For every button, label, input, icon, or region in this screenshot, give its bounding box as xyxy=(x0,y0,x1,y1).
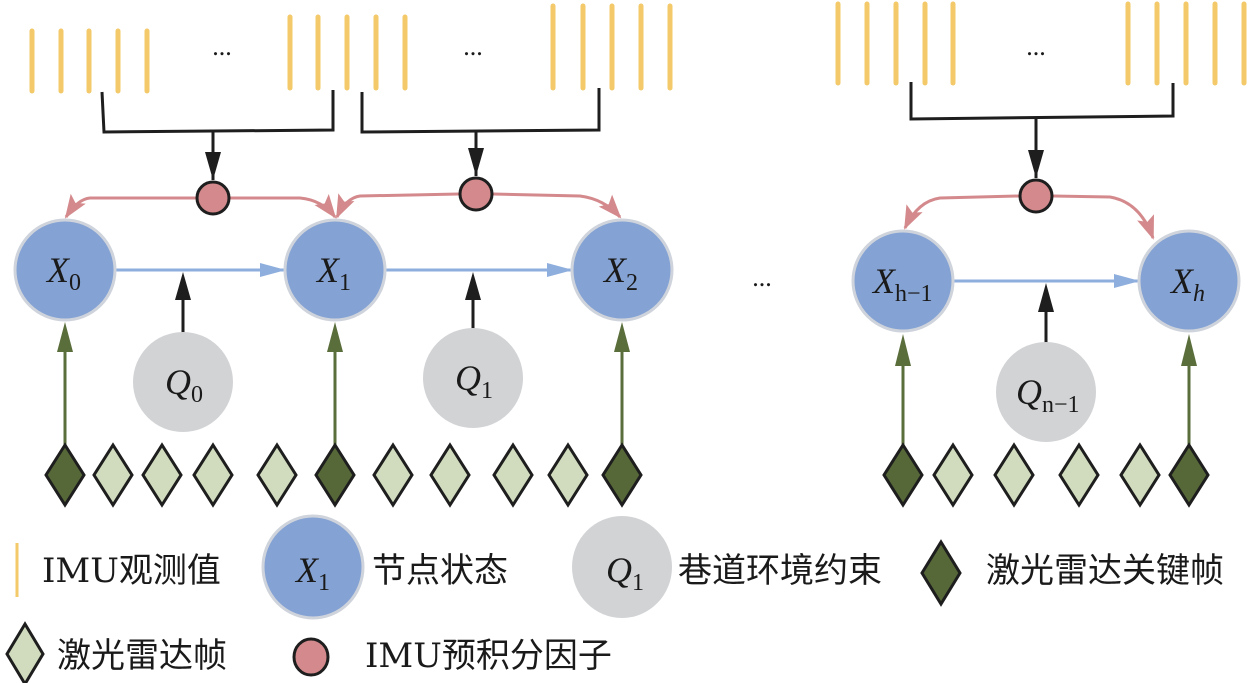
constraint-nodes: Q0 Q1 Qn−1 xyxy=(133,328,1096,442)
arrow-up-icon xyxy=(175,272,191,300)
imu-bracket-2 xyxy=(360,88,601,176)
imu-measurements xyxy=(29,1,1247,94)
lidar-frame-diamond xyxy=(256,442,298,508)
state-node-Xh-1: Xh−1 xyxy=(851,229,955,333)
arrow-up-icon xyxy=(465,272,481,300)
lidar-frame-diamond xyxy=(92,442,134,508)
ellipsis-imu-3: ... xyxy=(1026,32,1046,61)
ellipsis-imu-1: ... xyxy=(212,32,232,61)
constraint-label: Q1 xyxy=(455,358,493,404)
legend-state-icon xyxy=(261,514,365,620)
state-node-Xh: Xh xyxy=(1137,229,1241,333)
imu-factor-3 xyxy=(1018,178,1054,214)
lidar-frame-diamond xyxy=(1058,442,1100,508)
constraint-edges xyxy=(175,272,1054,343)
lidar-frame-diamond xyxy=(192,442,234,508)
state-label: X1 xyxy=(315,250,351,296)
arrow-up-icon xyxy=(1038,283,1054,312)
legend-state-symbol: X1 xyxy=(294,550,330,596)
arrow-down-icon xyxy=(468,148,484,176)
legend: IMU观测值 X1 节点状态 Q1 巷道环境约束 激光雷达关键帧 激光雷达帧 I… xyxy=(5,514,1224,683)
lidar-frame-diamond xyxy=(1119,442,1161,508)
state-node-X2: X2 xyxy=(570,218,674,322)
legend-factor-label: IMU预积分因子 xyxy=(365,636,612,676)
lidar-frame-diamond xyxy=(429,442,471,508)
lidar-keyframe-diamond xyxy=(601,442,643,508)
legend-constraint-icon xyxy=(572,516,672,618)
lidar-keyframe-diamond xyxy=(1168,442,1210,508)
imu-factor-edges xyxy=(64,192,1155,240)
state-node-X0: X0 xyxy=(13,218,117,322)
constraint-node-Q0: Q0 xyxy=(133,332,233,432)
arrow-down-icon xyxy=(1028,150,1044,178)
legend-frame-label: 激光雷达帧 xyxy=(57,636,227,676)
imu-factor-1 xyxy=(195,180,231,216)
lidar-keyframe-diamond xyxy=(44,442,86,508)
ellipsis-imu-2: ... xyxy=(463,32,483,61)
legend-constraint-label: 巷道环境约束 xyxy=(678,551,882,591)
constraint-node-Q1: Q1 xyxy=(423,328,523,428)
legend-factor-icon xyxy=(292,637,330,677)
arrow-down-icon xyxy=(205,152,221,180)
imu-factor-2 xyxy=(458,176,494,212)
state-transition-edges xyxy=(115,263,1140,288)
constraint-label: Q0 xyxy=(165,362,203,408)
state-label: X2 xyxy=(602,250,638,296)
lidar-keyframe-diamond xyxy=(882,442,924,508)
lidar-frame-diamond xyxy=(932,442,974,508)
state-label: X0 xyxy=(45,250,81,296)
lidar-frame-diamond xyxy=(372,442,414,508)
legend-keyframe-icon xyxy=(920,539,962,607)
state-label: Xh xyxy=(1169,261,1205,307)
lidar-frames xyxy=(44,442,1210,508)
ellipsis-nodes: ... xyxy=(752,263,772,292)
legend-state-label: 节点状态 xyxy=(372,551,508,591)
imu-bracket-3 xyxy=(909,82,1175,178)
state-nodes: X0 X1 X2 Xh−1 Xh xyxy=(13,218,1241,333)
constraint-node-Qn-1: Qn−1 xyxy=(996,342,1096,442)
lidar-frame-diamond xyxy=(492,442,534,508)
legend-imu-label: IMU观测值 xyxy=(42,551,221,591)
lidar-frame-diamond xyxy=(547,442,589,508)
legend-constraint-symbol: Q1 xyxy=(606,550,644,596)
lidar-keyframe-diamond xyxy=(314,442,356,508)
legend-frame-icon xyxy=(5,621,45,683)
imu-bracket-1 xyxy=(100,90,335,180)
lidar-frame-diamond xyxy=(141,442,183,508)
state-label: Xh−1 xyxy=(871,261,933,307)
state-node-X1: X1 xyxy=(283,218,387,322)
lidar-frame-diamond xyxy=(993,442,1035,508)
lidar-edges xyxy=(57,322,1197,448)
constraint-label: Qn−1 xyxy=(1016,372,1080,418)
legend-keyframe-label: 激光雷达关键帧 xyxy=(986,551,1224,591)
